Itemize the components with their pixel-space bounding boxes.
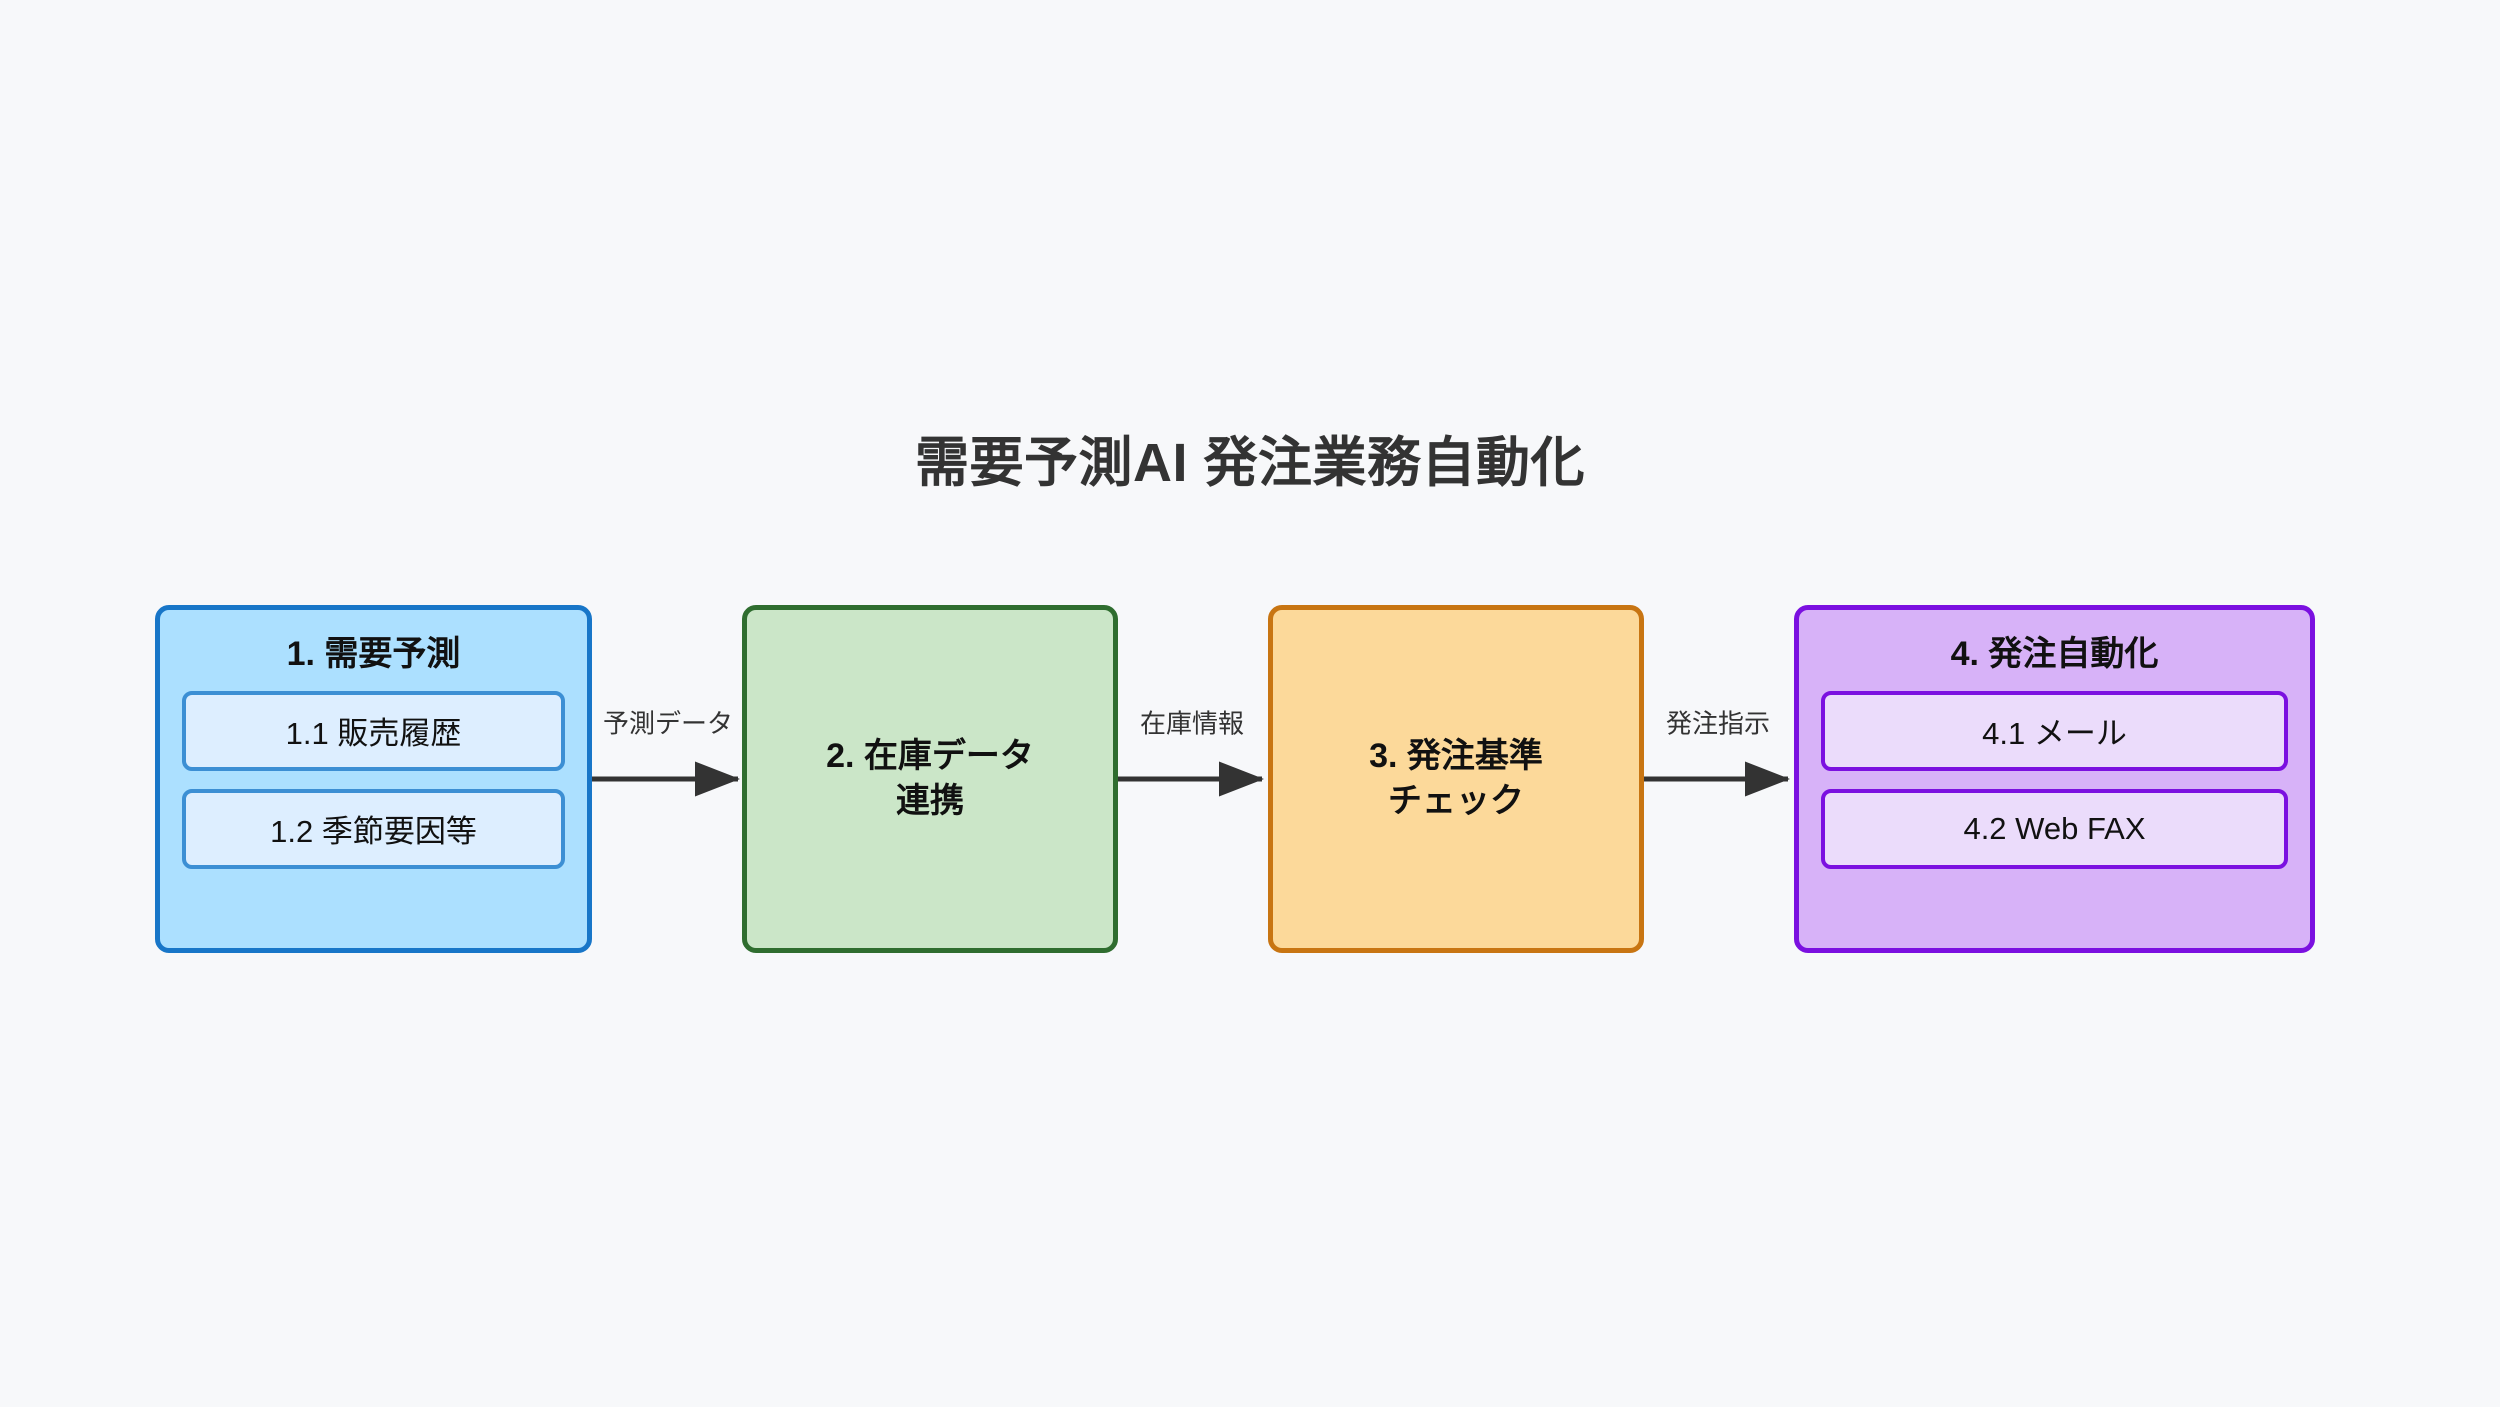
node-order-automation-title: 4. 発注自動化	[1950, 635, 2159, 673]
node-demand-forecast[interactable]: 1. 需要予測 1.1 販売履歴 1.2 季節要因等	[155, 605, 592, 953]
node-inventory-data-link-title: 2. 在庫データ 連携	[826, 737, 1034, 820]
subnode-web-fax-label: 4.2 Web FAX	[1963, 810, 2146, 846]
subnode-seasonal-factors-label: 1.2 季節要因等	[270, 814, 477, 850]
subnode-sales-history[interactable]: 1.1 販売履歴	[182, 690, 565, 771]
edge-label-zaiko-joho: 在庫情報	[1139, 708, 1245, 739]
page-title: 需要予測AI 発注業務自動化	[914, 433, 1585, 493]
subnode-sales-history-label: 1.1 販売履歴	[285, 716, 462, 752]
subnode-email-label: 4.1 メール	[1982, 716, 2127, 752]
node-demand-forecast-title: 1. 需要予測	[286, 635, 461, 673]
node-order-automation[interactable]: 4. 発注自動化 4.1 メール 4.2 Web FAX	[1794, 605, 2315, 953]
subnode-email[interactable]: 4.1 メール	[1821, 690, 2288, 771]
node-order-criteria-check[interactable]: 3. 発注基準 チェック	[1268, 605, 1644, 953]
subnode-seasonal-factors[interactable]: 1.2 季節要因等	[182, 788, 565, 869]
node-order-criteria-check-title: 3. 発注基準 チェック	[1369, 737, 1543, 820]
edge-label-yosoku-data: 予測データ	[602, 708, 734, 739]
edge-label-hacchu-shiji: 発注指示	[1665, 708, 1771, 739]
node-inventory-data-link[interactable]: 2. 在庫データ 連携	[742, 605, 1118, 953]
subnode-web-fax[interactable]: 4.2 Web FAX	[1821, 788, 2288, 869]
